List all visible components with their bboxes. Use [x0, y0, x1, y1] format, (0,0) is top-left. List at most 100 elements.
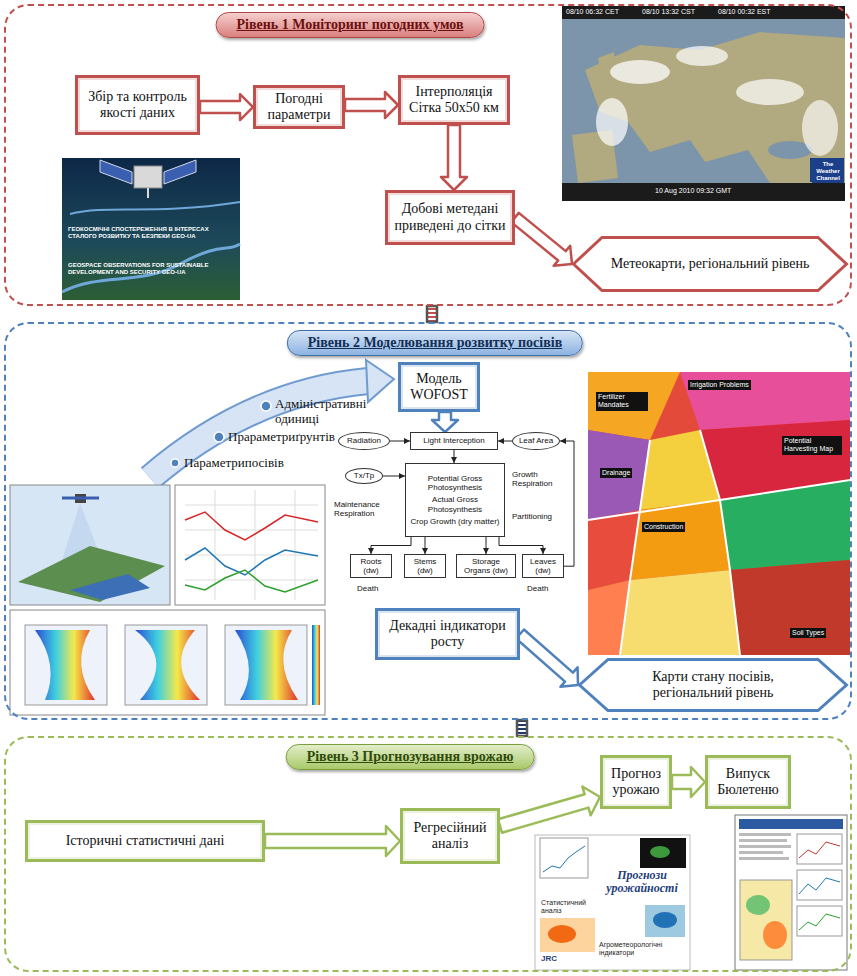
node-text: Tx/Tp	[354, 471, 374, 480]
node-text: Метеокарти, регіональний рівень	[611, 256, 810, 272]
text-line	[739, 857, 789, 860]
level-title: Рівень 3 Прогнозування врожаю	[286, 744, 535, 770]
node-text: Декадні індикатори росту	[384, 618, 511, 650]
node-text: Випуск Бюлетеню	[714, 766, 782, 798]
land	[585, 32, 845, 183]
organ-box: Leaves (dw)	[522, 554, 564, 578]
flow-label: Partitioning	[512, 512, 567, 521]
level-panel: Рівень 1 Моніторинг погодних умовЗбір та…	[4, 4, 852, 306]
map-tag: Potential Harvesting Map	[782, 436, 842, 455]
block-arrow	[432, 412, 458, 432]
cloud	[676, 46, 728, 66]
bullet	[214, 432, 224, 442]
block-arrow	[516, 629, 578, 686]
input-oval: Radiation	[338, 432, 390, 450]
image-caption: GEOSPACE OBSERVATIONS FOR SUSTAINABLE DE…	[68, 262, 228, 276]
map-tag: Drainage	[600, 468, 632, 478]
mini-chart	[540, 838, 588, 878]
field	[730, 560, 850, 655]
level-title: Рівень 2 Моделювання розвитку посівів	[287, 330, 583, 356]
bulletin-page	[735, 815, 847, 970]
process-box: Декадні індикатори росту	[375, 608, 520, 660]
logo-text: The Weather Channel	[812, 160, 844, 183]
road	[700, 430, 740, 655]
plot-frame	[25, 625, 107, 705]
solar-panel	[100, 160, 132, 184]
plot-frame	[225, 625, 307, 705]
chart-line	[185, 512, 318, 540]
text-line	[739, 833, 791, 836]
mini-chart	[797, 834, 842, 864]
header	[739, 819, 843, 829]
process-box: Регресійний аналіз	[400, 808, 500, 864]
text-line	[739, 839, 787, 842]
map-tag: Soil Types	[790, 628, 826, 638]
block-arrow	[672, 767, 705, 797]
node-text: Crop Growth (dry matter)	[411, 517, 500, 526]
river	[62, 244, 240, 292]
logo-text: JRC	[541, 955, 571, 964]
time-bar	[562, 183, 845, 201]
bullet	[171, 459, 179, 467]
input-oval: Tx/Tp	[345, 468, 383, 484]
map-area	[653, 912, 677, 928]
node-text: Light Interception	[423, 436, 484, 445]
chart-line	[185, 570, 318, 592]
field	[620, 570, 740, 655]
forecast-collage	[535, 835, 690, 970]
process-box: Potential Gross PhotosynthesisActual Gro…	[405, 463, 505, 537]
map-area	[650, 846, 670, 858]
striped-link	[517, 720, 527, 736]
block-arrow	[345, 92, 398, 118]
chart-line	[799, 914, 840, 930]
mini-chart	[797, 870, 842, 900]
flow-label: Growth Respiration	[512, 470, 564, 488]
map-tag: Irrigation Problems	[688, 380, 751, 390]
earth-photo	[62, 158, 240, 300]
page	[735, 815, 847, 970]
state-oval: Leaf Area	[512, 432, 560, 450]
color-bar	[312, 625, 320, 705]
image-caption: ГЕОКОСМІЧНІ СПОСТЕРЕЖЕННЯ В ІНТЕРЕСАХ СТ…	[68, 226, 228, 240]
parameter-label: Адміністративні одиниці	[275, 397, 385, 427]
organ-box: Storage Organs (dw)	[456, 554, 516, 578]
map-area	[763, 921, 787, 949]
process-box: Light Interception	[410, 432, 498, 450]
parameter-label: Параметрипосівів	[184, 456, 319, 471]
chart-line	[185, 548, 318, 575]
timestamp: 08/10 00:32 EST	[718, 8, 771, 16]
bullet	[261, 401, 271, 411]
flow-arrow	[486, 537, 487, 554]
parameter-label: Прараметриґрунтів	[228, 430, 363, 445]
process-box: Добові метедані приведені до сітки	[385, 190, 515, 245]
field	[588, 372, 850, 655]
block-arrow	[441, 125, 467, 190]
chart-line	[799, 878, 840, 894]
flow-label: Death	[527, 584, 563, 593]
satellite-body	[134, 166, 162, 188]
chart-line	[799, 842, 840, 858]
node-text: Погодні параметри	[262, 91, 336, 123]
node-text: Збір та контроль якості даних	[84, 89, 191, 121]
node-text: Leaf Area	[519, 436, 553, 445]
flow-arrow	[499, 537, 543, 554]
flow-arrow	[560, 441, 574, 566]
deviation-plot	[135, 630, 200, 700]
time-bar	[562, 6, 845, 19]
node-text: Добові метедані приведені до сітки	[394, 201, 506, 233]
mini-map	[540, 918, 595, 952]
grid	[185, 490, 318, 600]
field	[588, 510, 640, 590]
node-text: Potential Gross Photosynthesis	[409, 474, 501, 492]
node-text: Actual Gross Photosynthesis	[409, 495, 501, 513]
node-text: Storage Organs (dw)	[460, 557, 512, 575]
arrow-band	[150, 381, 368, 478]
solar-panel	[62, 497, 99, 500]
text-line	[739, 851, 783, 854]
level-title: Рівень 1 Моніторинг погодних умов	[216, 12, 485, 38]
text-line	[739, 845, 791, 848]
output-box: Випуск Бюлетеню	[705, 755, 791, 809]
cloud	[802, 100, 838, 156]
